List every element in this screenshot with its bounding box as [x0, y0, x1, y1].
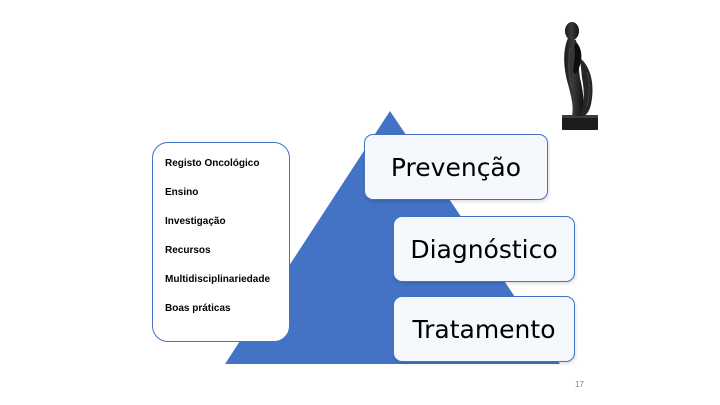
side-list-item: Boas práticas: [165, 303, 231, 314]
pyramid-level-prevencao: Prevenção: [364, 134, 548, 200]
side-list-box: Registo Oncológico Ensino Investigação R…: [152, 142, 290, 342]
side-list-item: Registo Oncológico: [165, 158, 260, 169]
side-list-item: Ensino: [165, 187, 199, 198]
side-list-item: Recursos: [165, 245, 211, 256]
pyramid-level-diagnostico: Diagnóstico: [393, 216, 575, 282]
pyramid-level-tratamento: Tratamento: [393, 296, 575, 362]
page-number: 17: [575, 380, 584, 389]
side-list-item: Investigação: [165, 216, 226, 227]
side-list-item: Multidisciplinariedade: [165, 274, 271, 285]
thinker-statue-icon: [562, 22, 598, 130]
